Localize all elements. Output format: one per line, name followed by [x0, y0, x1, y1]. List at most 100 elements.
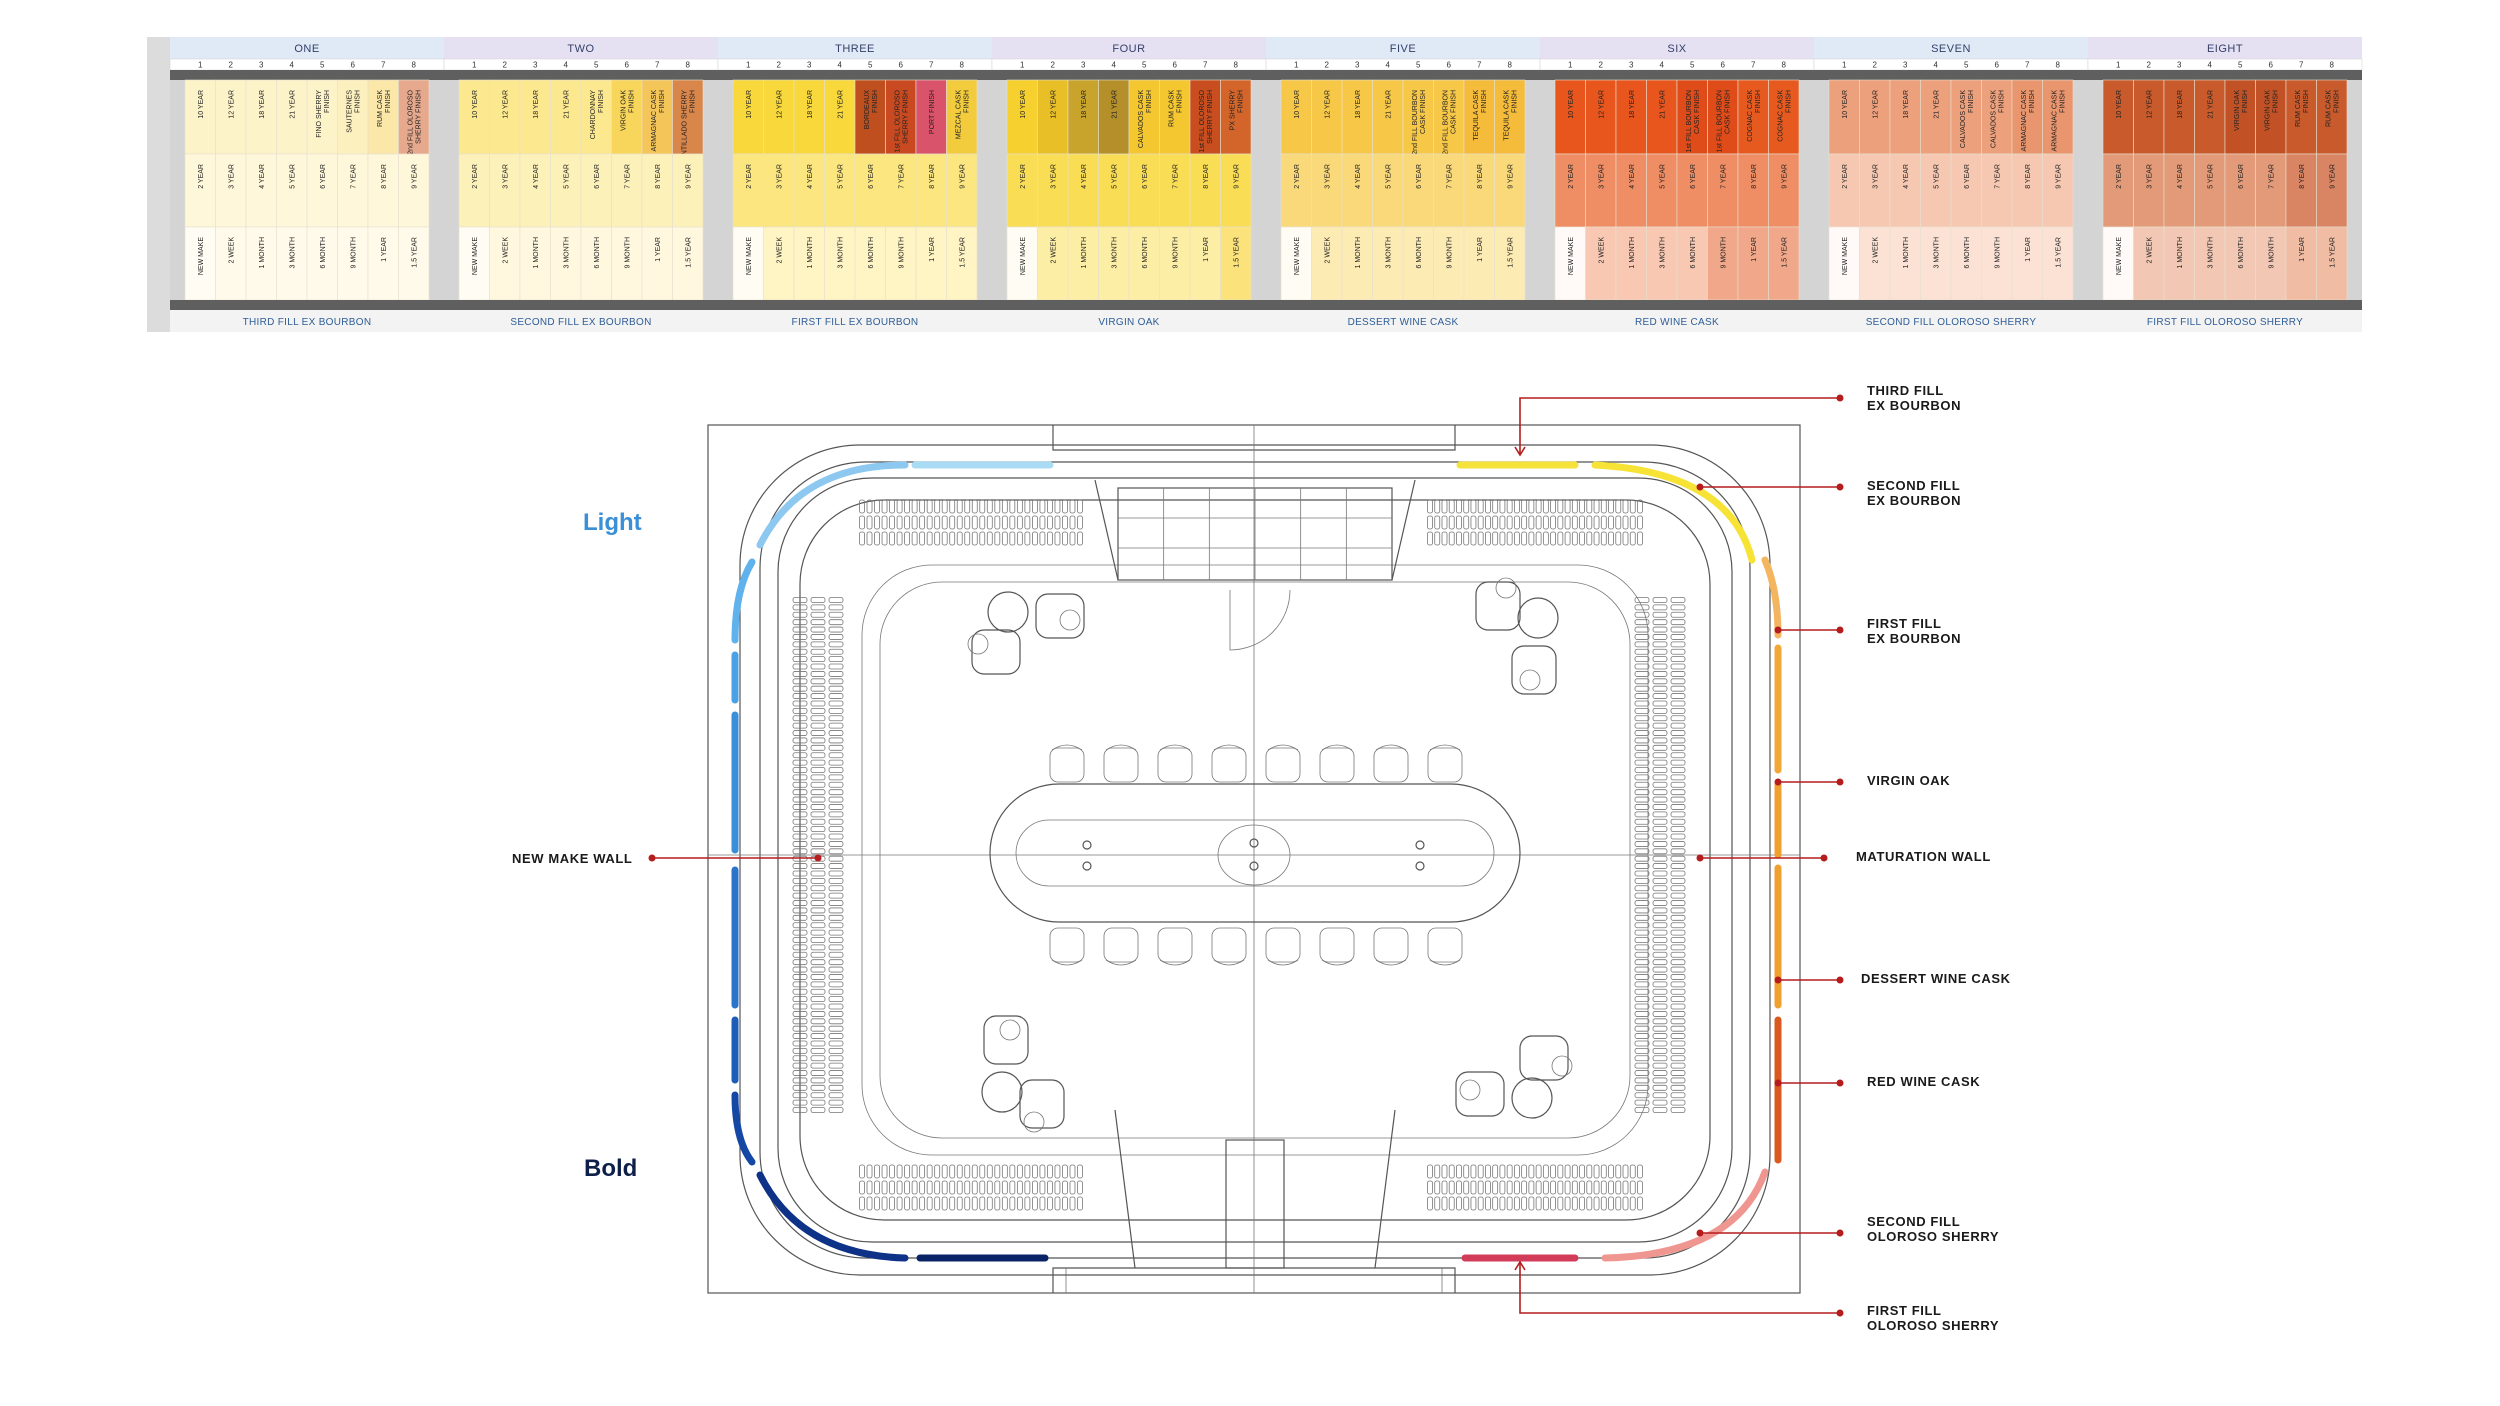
barrel [934, 515, 941, 530]
chair-back [1429, 744, 1461, 751]
barrel [1441, 531, 1448, 546]
barrel [792, 641, 808, 648]
barrel [1016, 531, 1023, 546]
new-make-wall-label: NEW MAKE WALL [512, 851, 632, 866]
callout-label: THIRD FILL [1867, 383, 1944, 398]
barrel [1535, 515, 1542, 530]
cask-cell-label: 3 YEAR [502, 164, 509, 189]
column-number: 5 [1416, 61, 1421, 70]
barrel [1634, 730, 1650, 736]
cask-cell-label: 1 YEAR [2025, 237, 2032, 262]
cask-cell-label: CHARDONNAYFINISH [590, 90, 605, 140]
cask-cell-label: 8 YEAR [929, 164, 936, 189]
barrel [1670, 1040, 1686, 1047]
barrel [792, 1077, 808, 1084]
label-line: RUM CASK [2295, 90, 2302, 127]
column-number: 3 [533, 61, 538, 70]
barrel [1593, 499, 1600, 514]
cask-cell [2194, 153, 2226, 228]
cask-cell-label: 2nd FILL OLOROSOSHERRY FINISH [407, 89, 422, 154]
barrel [1670, 1092, 1686, 1099]
barrel [1652, 907, 1668, 914]
barrel [1637, 1196, 1643, 1211]
barrel [1039, 499, 1046, 514]
chair [1211, 747, 1247, 783]
barrel [1463, 531, 1470, 546]
cask-cell-label: 9 YEAR [959, 164, 966, 189]
cask-type-label: THIRD FILL EX BOURBON [243, 317, 372, 328]
barrel [1634, 1025, 1650, 1032]
chair [1427, 747, 1463, 783]
label-line: FINISH [2242, 90, 2249, 113]
callout-label: VIRGIN OAK [1867, 773, 1950, 788]
barrel [1513, 1180, 1520, 1195]
cask-cell [1950, 226, 1982, 301]
right-barrel-stack [1634, 597, 1686, 1113]
barrel [881, 1196, 888, 1211]
cask-cell-label: 6 MONTH [1964, 237, 1971, 269]
section-header-band [1814, 37, 2088, 59]
barrel [828, 1099, 844, 1106]
cask-cell [398, 79, 430, 155]
barrel [1652, 981, 1668, 988]
barrel [828, 656, 844, 663]
barrel [792, 767, 808, 773]
armchair [983, 1015, 1029, 1065]
barrel [810, 1018, 826, 1025]
callout-label: MATURATION WALL [1856, 849, 1991, 864]
callout-dot [648, 854, 656, 862]
label-line: RUM CASK [377, 90, 384, 127]
barrel [1593, 531, 1600, 546]
lounge-bottom-right [1455, 1035, 1573, 1119]
barrel [1528, 1196, 1535, 1211]
shelf-post-right [2073, 80, 2088, 300]
column-number-row [1265, 58, 1541, 71]
barrel [792, 1047, 808, 1054]
cask-cell [672, 226, 704, 301]
barrel [1579, 1196, 1585, 1211]
barrel [1634, 759, 1650, 766]
barrel [810, 1070, 826, 1076]
barrel [792, 870, 808, 877]
ring-top-right-2 [1591, 461, 1756, 564]
barrel [1634, 715, 1650, 722]
label-line: CALVADOS CASK [1138, 90, 1145, 148]
cask-cell [580, 226, 612, 301]
table-edge-left [147, 37, 170, 332]
display-cabinet [1094, 479, 1416, 581]
label-line: VIRGIN OAK [2264, 90, 2271, 131]
cask-cell-label: 6 MONTH [868, 237, 875, 269]
cask-cell [1159, 79, 1191, 155]
label-line: FINISH [1146, 90, 1153, 113]
barrel [1670, 877, 1686, 884]
barrel [1670, 951, 1686, 958]
barrel [1634, 693, 1650, 699]
barrel [810, 885, 826, 892]
barrel [1557, 515, 1564, 530]
barrel [1054, 531, 1061, 546]
barrel [926, 531, 933, 546]
cask-cell-label: 18 YEAR [1629, 90, 1636, 119]
barrel [971, 1164, 978, 1179]
barrel [1054, 515, 1061, 530]
cask-cell-label: ARMAGNAC CASKFINISH [2021, 90, 2036, 152]
barrel [1513, 499, 1520, 514]
shelf-bar-top [1266, 70, 1540, 80]
barrel [810, 981, 826, 988]
label-line: TEQUILA CASK [1473, 90, 1480, 141]
barrel [1634, 611, 1650, 618]
barrel [1670, 789, 1686, 796]
barrel [1506, 499, 1513, 514]
cask-cell-label: 4 YEAR [807, 164, 814, 189]
barrel [1634, 656, 1650, 663]
barrel [810, 685, 826, 692]
cask-cell-label: VIRGIN OAKFINISH [2234, 90, 2249, 131]
barrel [810, 877, 826, 884]
barrel [956, 531, 963, 546]
callout-4: VIRGIN OAK [1774, 773, 1950, 788]
barrel [810, 663, 826, 670]
barrel [1652, 833, 1668, 840]
shelf-post-right [429, 80, 444, 300]
